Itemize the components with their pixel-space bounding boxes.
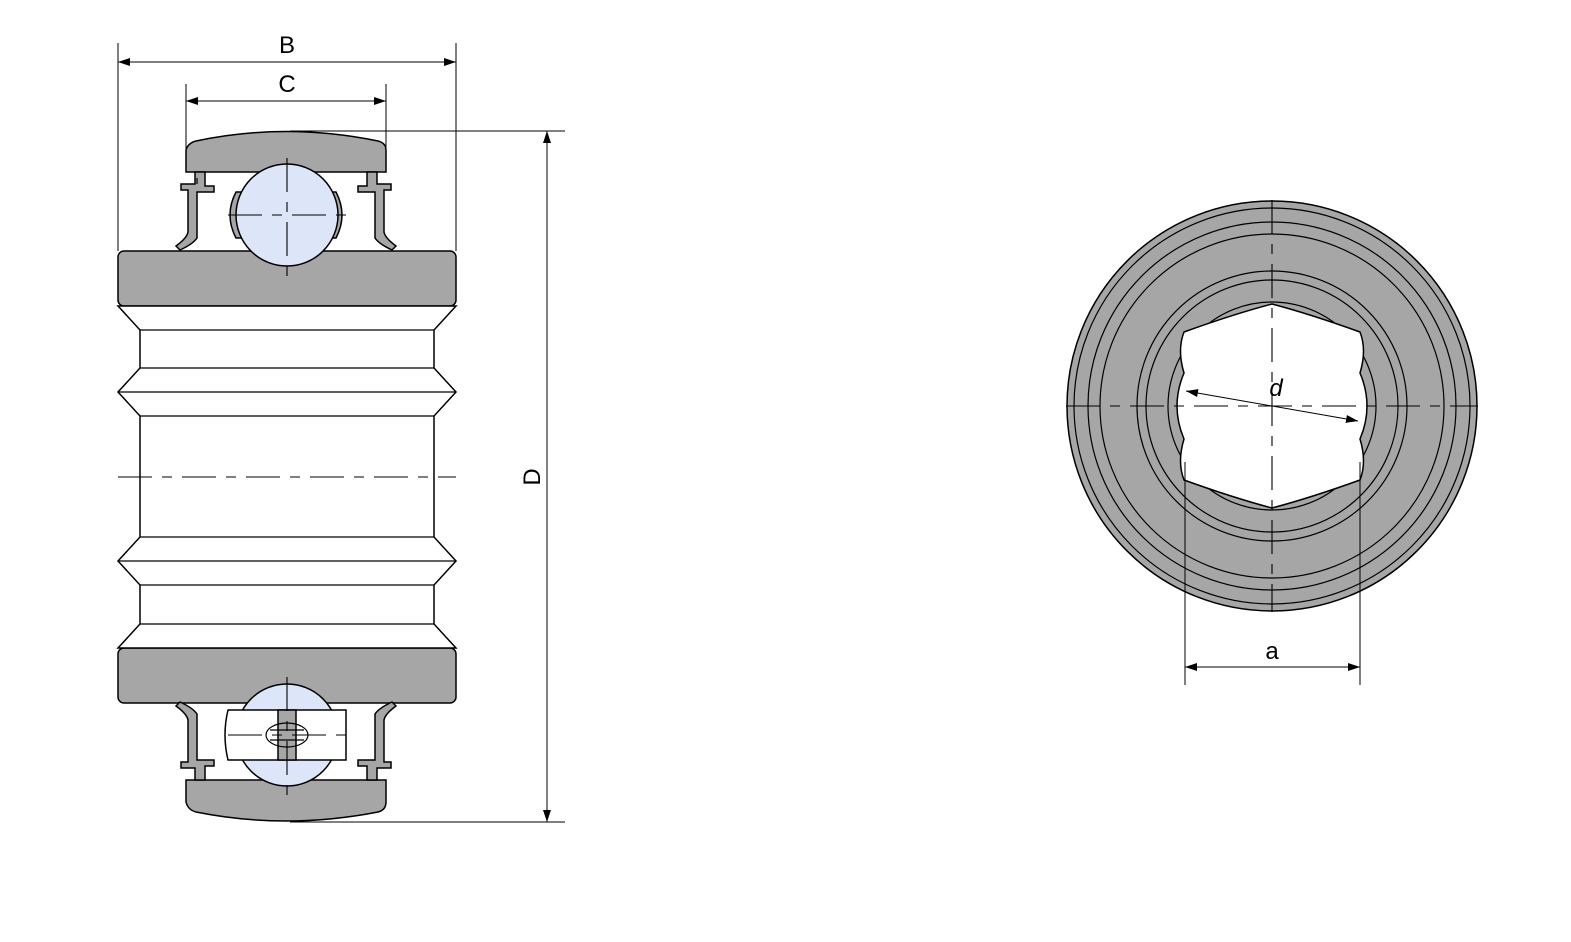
side-section-view: B C D (116, 32, 565, 823)
seal-bottom-left (174, 701, 215, 781)
outer-ring-bottom (185, 779, 387, 822)
hex-bore-flat-lines (118, 329, 456, 625)
dimension-a: a (1184, 462, 1361, 685)
seal-top-left (174, 171, 215, 251)
dimension-d-bore-label: d (1269, 375, 1283, 402)
dimension-d: D (290, 130, 565, 823)
seal-top-right (357, 171, 398, 251)
seal-bottom-right (357, 701, 398, 781)
dimension-b-label: B (279, 32, 295, 59)
side-view-centerlines (118, 158, 456, 795)
dimension-c: C (185, 71, 387, 150)
inner-ring (116, 250, 458, 704)
dimension-d-label: D (519, 468, 546, 485)
dimension-a-label: a (1265, 638, 1279, 665)
dimension-b: B (117, 32, 457, 251)
dimension-d-bore: d (1185, 375, 1359, 423)
outer-ring-top (185, 130, 387, 173)
front-view: d a (1066, 200, 1478, 685)
dimension-c-label: C (278, 71, 295, 98)
